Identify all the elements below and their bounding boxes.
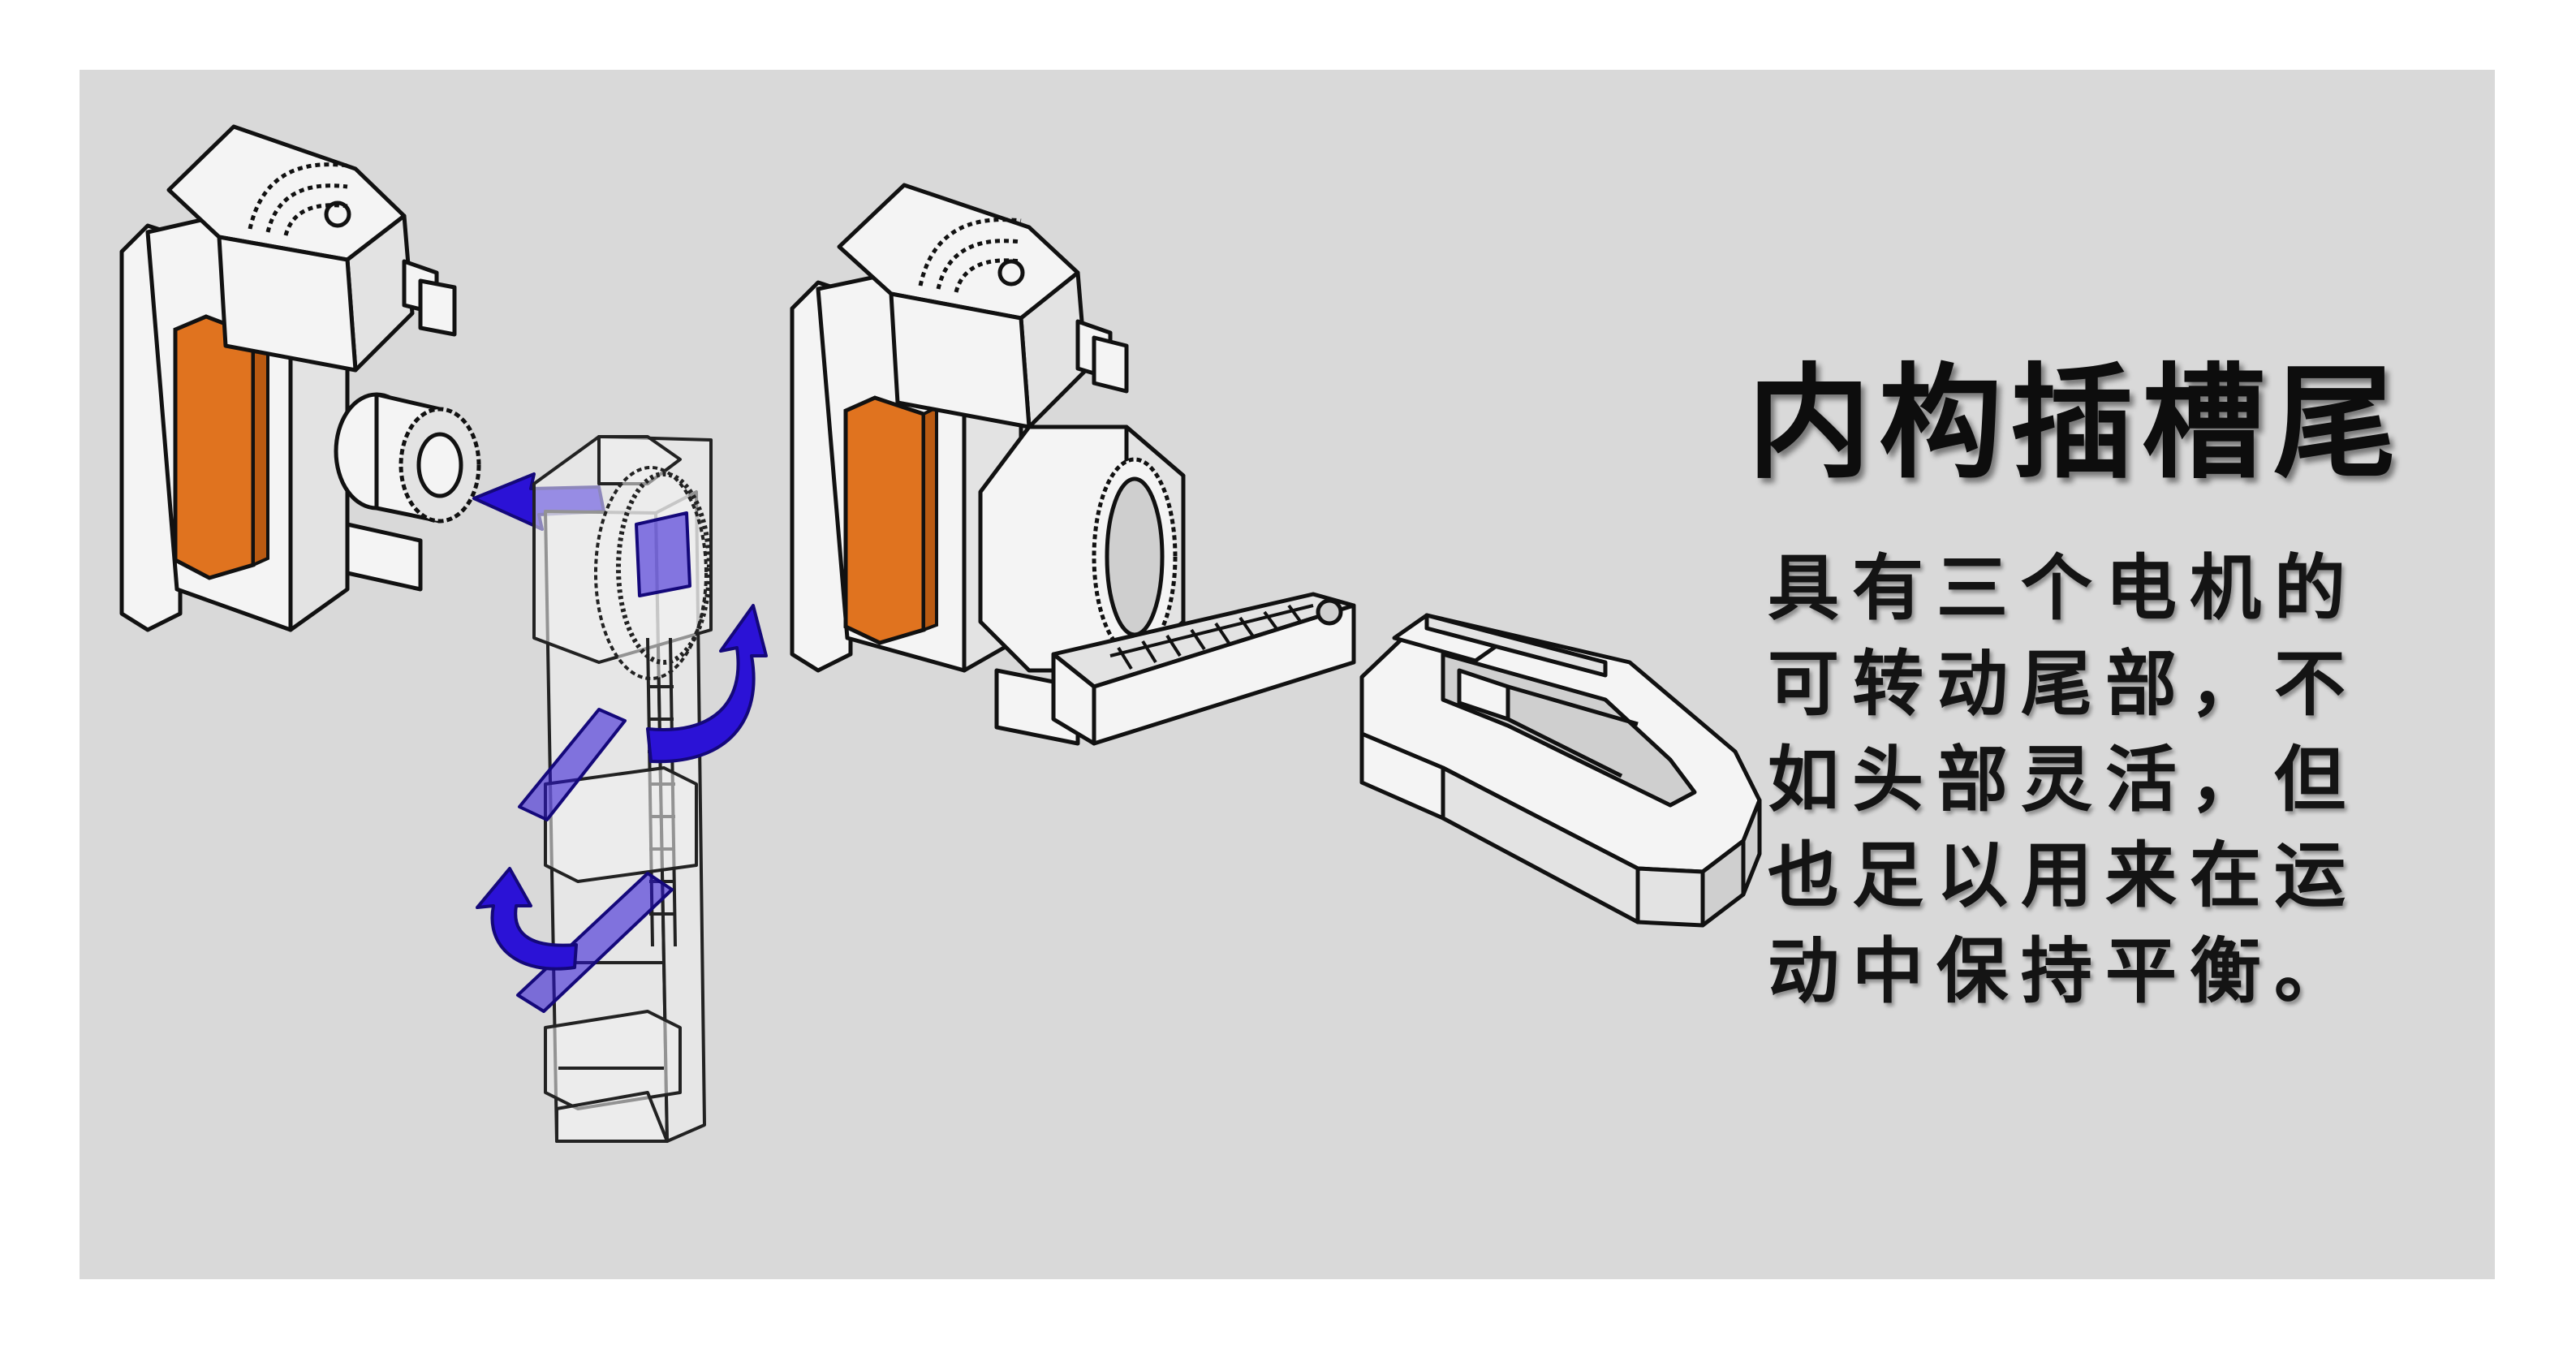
rotation-arrow-upper-icon — [518, 511, 768, 821]
wifi-logo-icon-assembled — [918, 218, 1025, 293]
motor-plate-assembled — [843, 395, 926, 645]
page-title: 内构插槽尾 — [1747, 351, 2405, 495]
rotation-arrow-lower-icon — [476, 867, 674, 1013]
assembled-unit — [790, 183, 1762, 928]
exploded-tail-segment — [476, 435, 768, 1143]
diagram-panel: 内构插槽尾 具有三个电机的可转动尾部，不如头部灵活，但也足以用来在运动中保持平衡… — [80, 70, 2495, 1279]
motor-plate — [173, 314, 256, 580]
wifi-logo-icon — [248, 162, 351, 236]
description-text: 具有三个电机的可转动尾部，不如头部灵活，但也足以用来在运动中保持平衡。 — [1768, 546, 2359, 1013]
mechanism-illustration — [119, 124, 1762, 1143]
exploded-base-unit — [119, 124, 481, 632]
